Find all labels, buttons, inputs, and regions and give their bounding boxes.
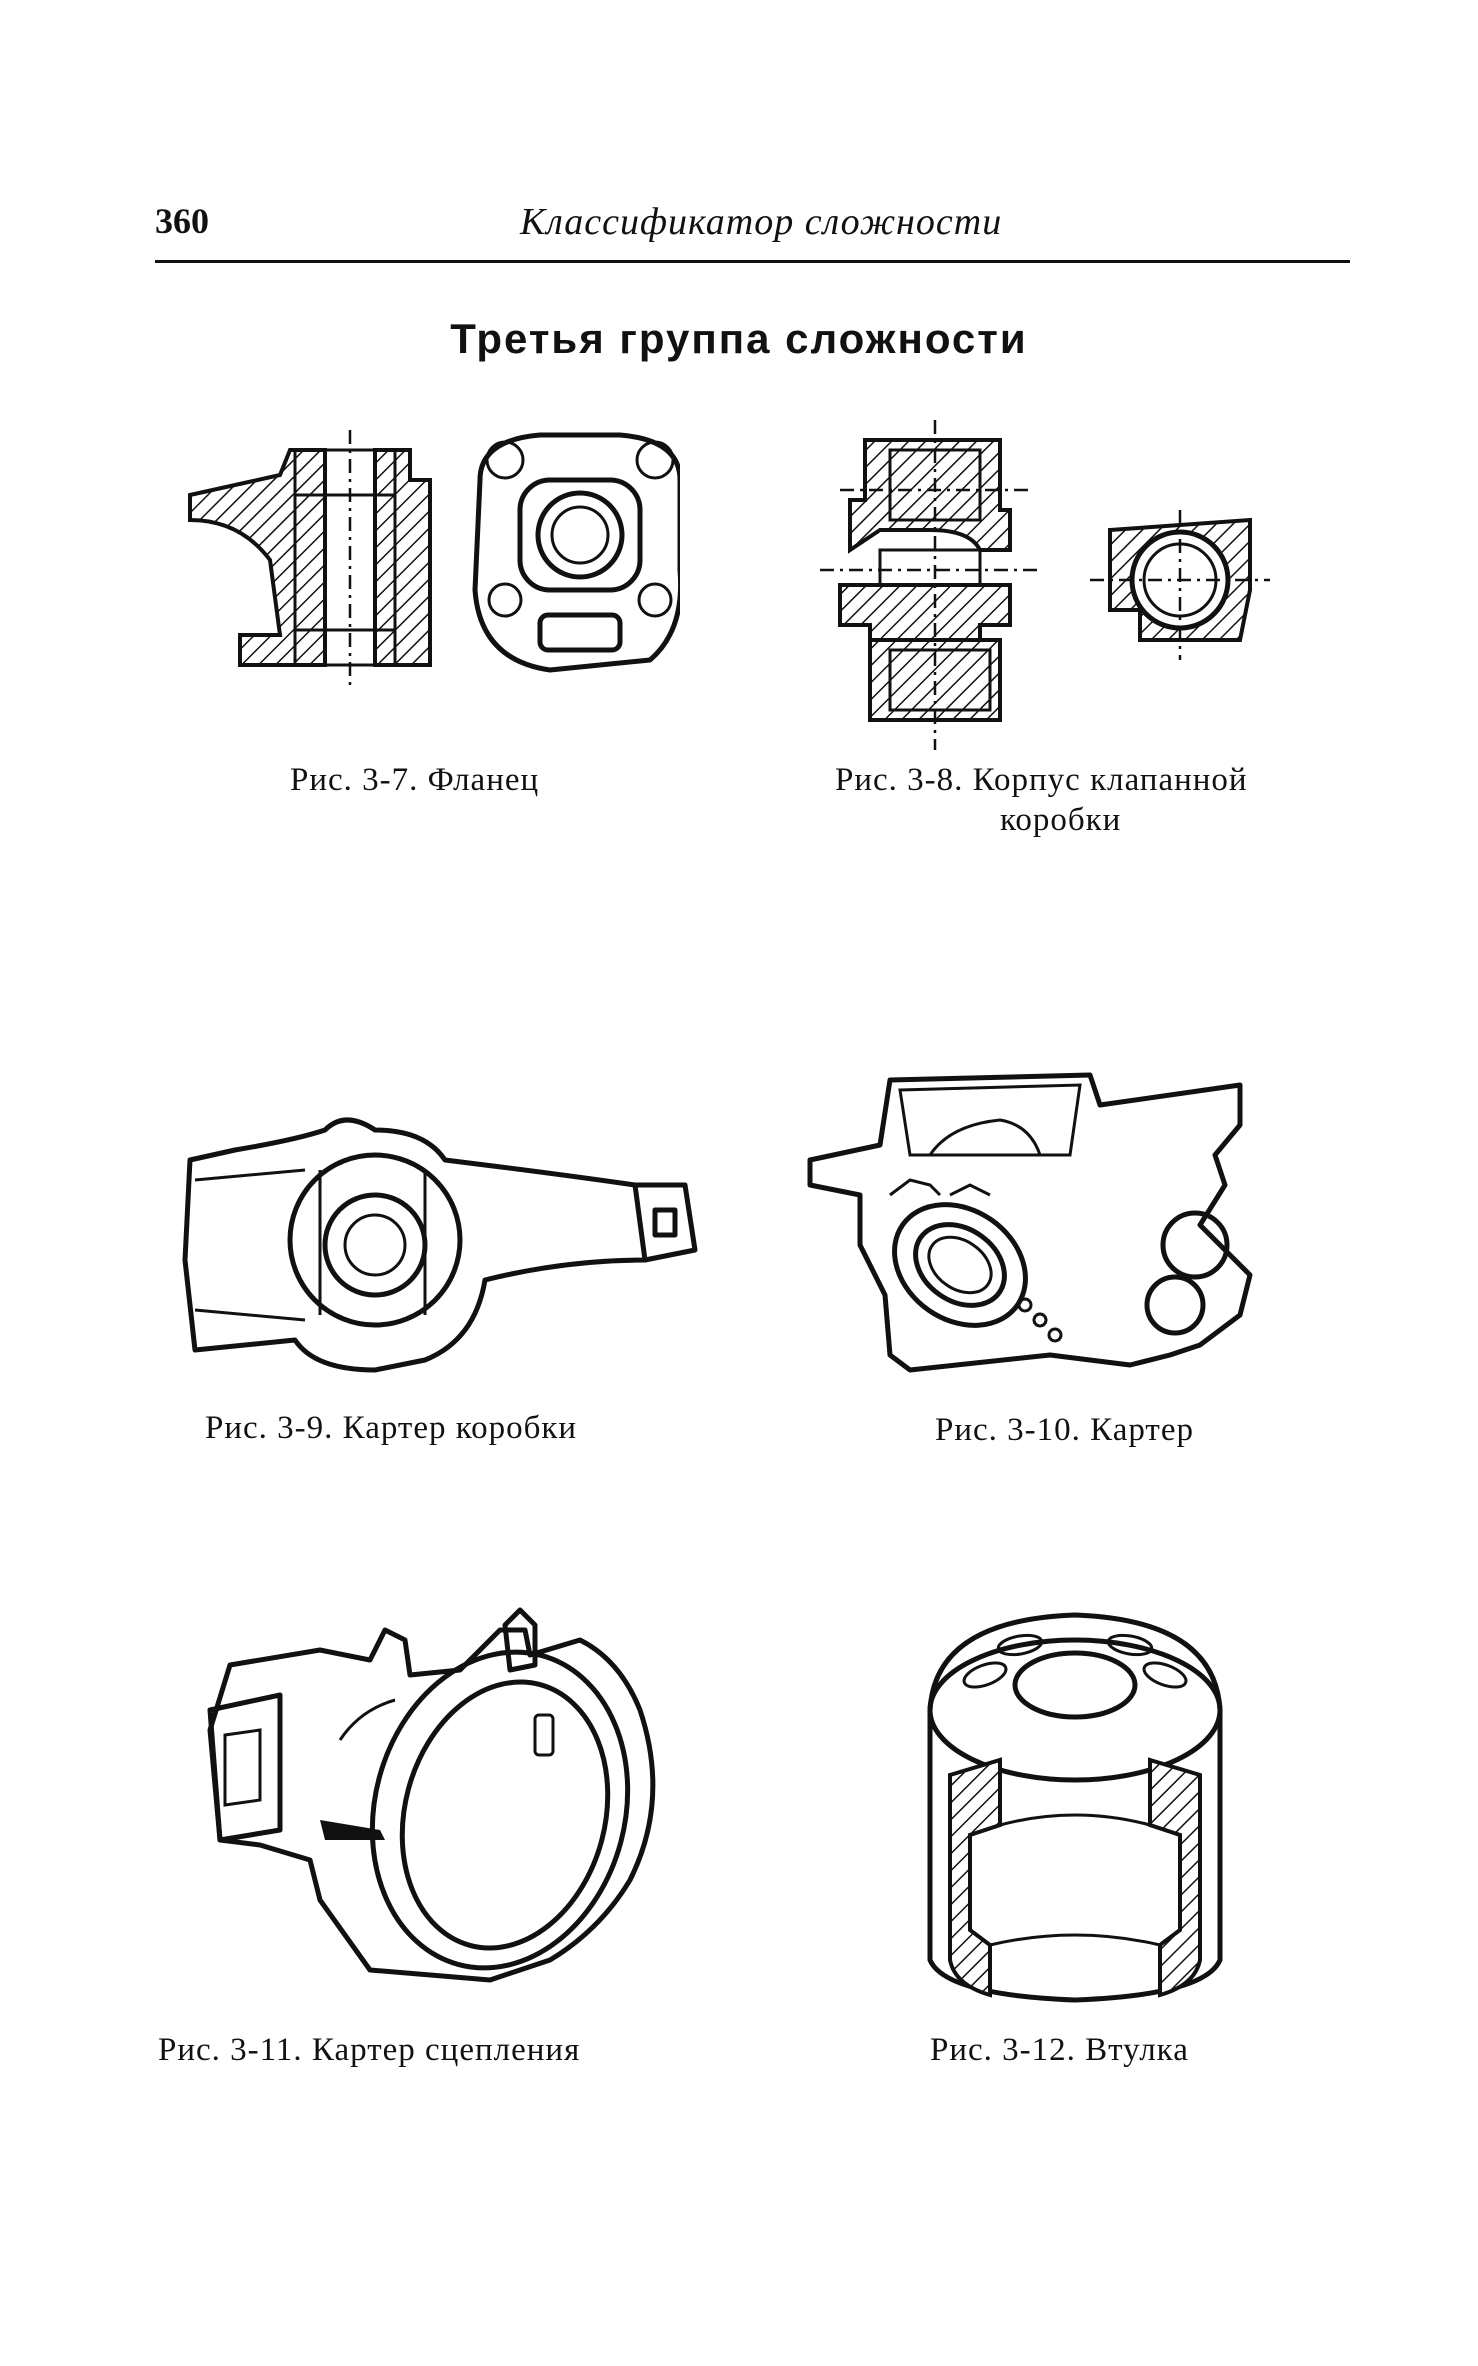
figure-caption-3-10: Рис. 3-10. Картер: [935, 1412, 1195, 1448]
figure-caption-3-9: Рис. 3-9. Картер коробки: [205, 1410, 578, 1446]
figure-caption-3-7: Рис. 3-7. Фланец: [290, 762, 540, 798]
figure-clutch-housing-drawing: [200, 1600, 680, 1990]
section-title: Третья группа сложности: [450, 315, 1028, 362]
header-rule: [155, 260, 1350, 263]
figure-caption-3-8-line2: коробки: [1000, 802, 1122, 838]
figure-flange-drawing: [180, 420, 680, 690]
figure-caption-3-8-line1: Рис. 3-8. Корпус клапанной: [835, 762, 1248, 798]
figure-caption-3-12: Рис. 3-12. Втулка: [930, 2032, 1189, 2068]
figure-caption-3-11: Рис. 3-11. Картер сцепления: [158, 2032, 581, 2068]
figure-crankcase-drawing: [800, 1065, 1280, 1395]
running-title: Классификатор сложности: [520, 201, 1003, 243]
figure-gearbox-housing-drawing: [175, 1110, 715, 1390]
figure-bushing-drawing: [915, 1600, 1235, 2010]
page-number: 360: [155, 201, 209, 241]
figure-valve-box-drawing: [810, 420, 1290, 750]
